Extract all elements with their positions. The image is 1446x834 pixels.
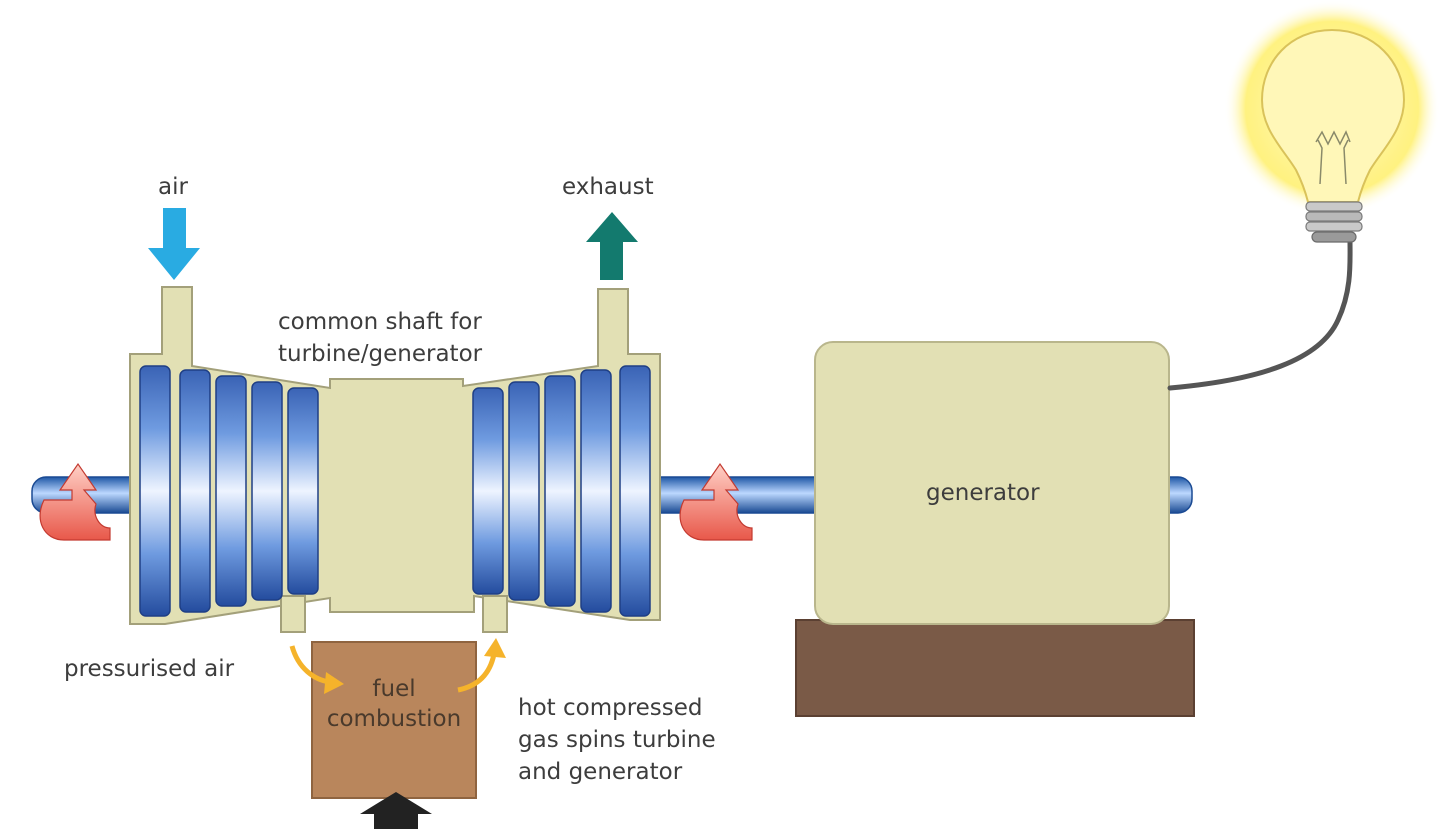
turbine-blades	[472, 365, 651, 617]
exhaust-arrow-icon	[586, 212, 638, 280]
fuel-input-arrow-icon	[360, 792, 432, 829]
label-hot-compressed-gas: hot compressed gas spins turbine and gen…	[518, 695, 716, 785]
combustion-chamber	[311, 641, 477, 799]
rotation-arrow-left-icon	[39, 462, 111, 541]
generator-unit	[795, 341, 1195, 717]
label-exhaust: exhaust	[562, 174, 654, 200]
hot-gas-flow-arrow-icon	[457, 638, 506, 693]
label-air: air	[158, 174, 188, 200]
label-fuel-combustion: fuel combustion	[326, 676, 462, 732]
light-bulb-icon	[1224, 0, 1440, 243]
wire	[1167, 237, 1353, 391]
label-pressurised-air: pressurised air	[64, 656, 235, 682]
pressurised-air-flow-arrow-icon	[289, 645, 344, 694]
air-inlet-arrow-icon	[148, 208, 200, 280]
rotation-arrow-right-icon	[679, 462, 753, 541]
label-generator: generator	[926, 480, 1040, 506]
compressor-blades	[139, 365, 319, 617]
label-common-shaft: common shaft for turbine/generator	[278, 309, 483, 367]
